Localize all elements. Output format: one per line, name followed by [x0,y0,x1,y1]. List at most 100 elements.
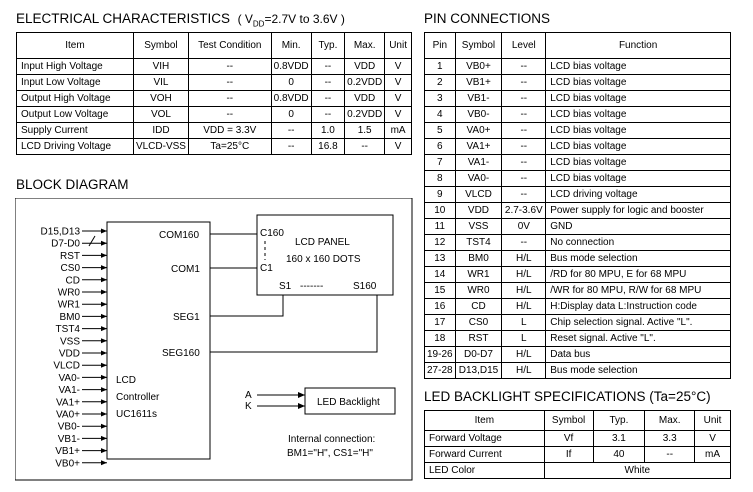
pin-cell: 6 [424,138,456,155]
elec-cell: -- [344,138,386,155]
pin-cell: H/L [501,250,547,267]
elec-cell: VIL [132,74,189,91]
elec-cell: V [384,106,412,123]
controller-pin-label: VA0- [59,373,81,384]
pin-cell: LCD bias voltage [545,122,731,139]
pin-cell: WR1 [454,266,503,283]
pin-cell: 18 [424,330,456,347]
elec-cell: -- [187,106,272,123]
pin-cell: -- [501,74,547,91]
elec-cell: Ta=25°C [187,138,272,155]
pin-cell: VSS [454,218,503,235]
led-cell: 40 [592,446,646,463]
led-cell: 3.3 [644,430,696,447]
led-header: Item [424,410,545,431]
elec-cell: VDD = 3.3V [187,122,272,139]
com160-label: COM160 [159,230,199,241]
elec-cell: -- [187,74,272,91]
pin-cell: RST [454,330,503,347]
elec-cell: VOL [132,106,189,123]
elec-cell: -- [310,90,346,107]
pin-cell: Reset signal. Active "L". [545,330,731,347]
pin-cell: H/L [501,282,547,299]
controller-pin-label: BM0 [59,312,80,323]
pin-cell: 27-28 [424,362,456,379]
controller-pin-label: D15,D13 [41,227,81,238]
pin-cell: CS0 [454,314,503,331]
led-cell: mA [694,446,731,463]
note-line-1: Internal connection: [288,434,375,445]
led-cell: Forward Voltage [424,430,545,447]
pin-cell: TST4 [454,234,503,251]
backlight-label: LED Backlight [317,397,380,408]
elec-cell: 0.2VDD [344,74,386,91]
elec-cell: Input High Voltage [16,58,134,75]
pin-cell: D13,D15 [454,362,503,379]
a-arrow [298,392,305,398]
pin-cell: 0V [501,218,547,235]
panel-size: 160 x 160 DOTS [286,254,361,265]
elec-cell: 1.5 [344,122,386,139]
controller-pin-label: VB1+ [55,446,80,457]
led-cell: V [694,430,731,447]
controller-pin-arrow [101,301,107,307]
led-cell: Vf [543,430,594,447]
pin-cell: 7 [424,154,456,171]
pin-cell: VA0- [454,170,503,187]
k-arrow [298,403,305,409]
elec-cell: VDD [344,90,386,107]
controller-pin-arrow [101,399,107,405]
controller-pin-label: CD [66,275,80,286]
elec-cell: 0.8VDD [270,90,312,107]
controller-pin-label: TST4 [56,324,81,335]
pin-cell: VA1- [454,154,503,171]
pin-cell: 1 [424,58,456,75]
seg1-label: SEG1 [173,312,200,323]
pin-cell: 4 [424,106,456,123]
pin-cell: 13 [424,250,456,267]
elec-title: ELECTRICAL CHARACTERISTICS ( VDD=2.7V to… [16,11,345,28]
pin-cell: 14 [424,266,456,283]
controller-pin-label: CS0 [61,263,81,274]
pin-cell: VB0+ [454,58,503,75]
pin-cell: /WR for 80 MPU, R/W for 68 MPU [545,282,731,299]
pin-cell: H/L [501,266,547,283]
elec-header: Item [16,32,134,59]
led-header: Typ. [592,410,646,431]
pin-cell: LCD bias voltage [545,74,731,91]
controller-pin-label: VDD [59,349,80,360]
seg1-line [210,295,284,317]
elec-cell: V [384,90,412,107]
elec-condition: ( VDD=2.7V to 3.6V ) [237,12,345,29]
led-backlight-box [304,387,396,415]
elec-cell: 0 [270,106,312,123]
pin-cell: -- [501,234,547,251]
pin-cell: 5 [424,122,456,139]
controller-box [106,221,211,460]
controller-pin-arrow [101,240,107,246]
pin-cell: 10 [424,202,456,219]
elec-cell: VOH [132,90,189,107]
controller-pin-arrow [101,228,107,234]
led-cell: If [543,446,594,463]
pin-cell: 12 [424,234,456,251]
pin-header: Level [501,32,547,59]
pin-cell: 16 [424,298,456,315]
controller-pin-arrow [101,326,107,332]
pin-cell: 8 [424,170,456,187]
led-title: LED BACKLIGHT SPECIFICATIONS (Ta=25°C) [424,389,711,404]
